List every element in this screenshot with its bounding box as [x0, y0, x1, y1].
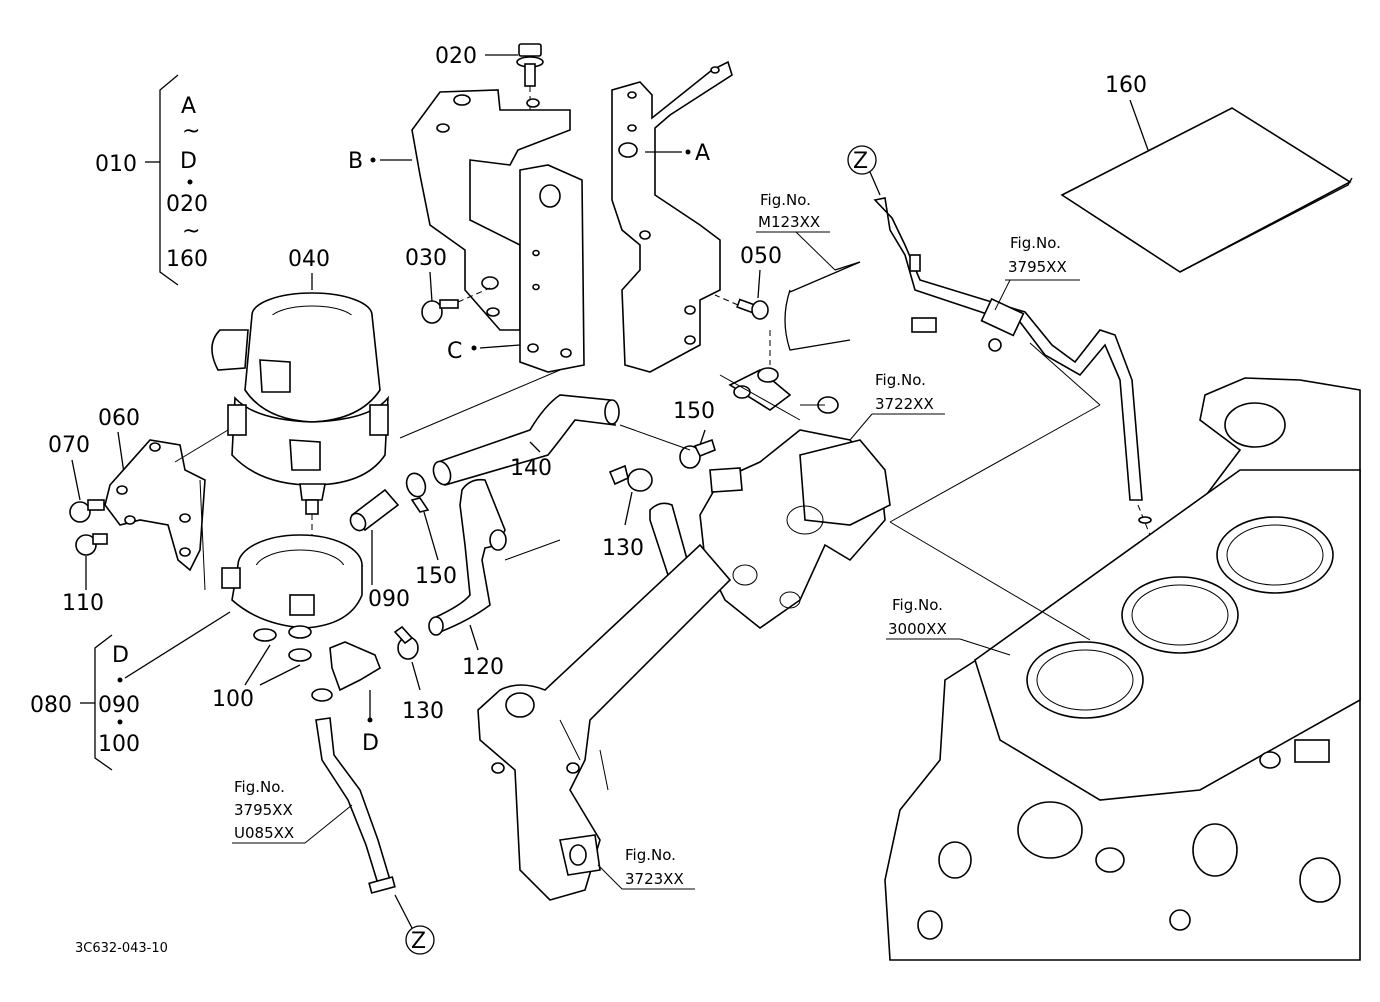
- fig-title-3723: Fig.No.: [625, 846, 676, 864]
- label-120: 120: [462, 655, 504, 680]
- bracket-a: A: [611, 60, 733, 373]
- group-dot: [187, 179, 193, 185]
- engine-block: Fig.No. 3000XX: [884, 377, 1361, 961]
- label-100: 100: [212, 687, 254, 712]
- group-080-bracket: 080 D 090 100: [30, 634, 140, 771]
- hose-140: 140: [432, 394, 691, 486]
- label-010: 010: [95, 152, 137, 177]
- drawing-code: 3C632-043-10: [75, 941, 168, 956]
- fig-title-3722: Fig.No.: [875, 371, 926, 389]
- group2-dot-1: [117, 677, 123, 683]
- fig-num-3795: 3795XX: [1008, 258, 1067, 276]
- bolt-110: 110: [62, 533, 108, 616]
- label-130-left: 130: [402, 699, 444, 724]
- filter-040: 040: [211, 247, 561, 590]
- plate-c: C: [447, 164, 585, 373]
- hose-120: 120: [428, 478, 561, 680]
- label-140: 140: [510, 456, 552, 481]
- z-marker-top: Z: [853, 149, 868, 174]
- group-010-bracket: 010 A ~ D 020 ~ 160: [95, 74, 208, 286]
- label-090-group: 090: [98, 693, 140, 718]
- ref-label-c: C: [447, 339, 462, 364]
- label-050: 050: [740, 244, 782, 269]
- pipe-top: Z Fig.No. 3795XX: [847, 145, 1161, 561]
- label-090: 090: [368, 587, 410, 612]
- label-020: 020: [435, 44, 477, 69]
- sheet-160: 160: [1060, 73, 1353, 273]
- fig-num-3723: 3723XX: [625, 870, 684, 888]
- bowl-base: 100 D: [124, 534, 381, 756]
- label-150-right: 150: [673, 399, 715, 424]
- group2-dot-2: [117, 719, 123, 725]
- sleeve-090: 090: [349, 488, 410, 612]
- egr-cooler: Fig.No. 3723XX: [477, 543, 732, 901]
- fig-num-u085: U085XX: [234, 824, 294, 842]
- bolt-020: 020: [435, 43, 544, 110]
- group-label-020: 020: [166, 192, 208, 217]
- label-130-right: 130: [602, 536, 644, 561]
- fig-num-m123: M123XX: [758, 213, 820, 231]
- group-label-a: A: [181, 94, 196, 119]
- label-160: 160: [1105, 73, 1147, 98]
- label-080: 080: [30, 693, 72, 718]
- fig-title-3795: Fig.No.: [1010, 234, 1061, 252]
- fig-title-3795b: Fig.No.: [234, 778, 285, 796]
- group-tilde-2: ~: [182, 219, 200, 244]
- group-label-160: 160: [166, 247, 208, 272]
- group2-label-d: D: [112, 643, 129, 668]
- z-marker-bottom: Z: [411, 929, 426, 954]
- label-060: 060: [98, 406, 140, 431]
- fig-num-3000: 3000XX: [888, 620, 947, 638]
- clamp-150-left: 150: [405, 472, 457, 589]
- egr-valve: Fig.No. 3722XX: [649, 330, 945, 629]
- clamp-130-right: 130: [602, 464, 653, 561]
- label-030: 030: [405, 246, 447, 271]
- label-040: 040: [288, 247, 330, 272]
- clamp-150-right: 150: [673, 399, 716, 469]
- clamp-130-left: 130: [393, 625, 444, 724]
- bolt-050: 050: [714, 244, 782, 320]
- bracket-b: B: [348, 89, 571, 331]
- ref-label-b: B: [348, 149, 363, 174]
- group-tilde-1: ~: [182, 119, 200, 144]
- bolt-070: 070: [48, 433, 105, 523]
- bracket-060: 060: [98, 406, 229, 591]
- hose-lower: Z Fig.No. 3795XX U085XX: [232, 688, 435, 955]
- fig-title-3000: Fig.No.: [892, 596, 943, 614]
- ref-label-d: D: [362, 731, 379, 756]
- fig-num-3795b: 3795XX: [234, 801, 293, 819]
- label-100-group: 100: [98, 732, 140, 757]
- label-110: 110: [62, 591, 104, 616]
- fig-num-3722: 3722XX: [875, 395, 934, 413]
- label-150-left: 150: [415, 564, 457, 589]
- fig-title-m123: Fig.No.: [760, 191, 811, 209]
- fig-ref-m123: Fig.No. M123XX: [756, 191, 861, 351]
- label-070: 070: [48, 433, 90, 458]
- bolt-030: 030: [405, 246, 491, 324]
- ref-label-a: A: [695, 141, 710, 166]
- group-label-d: D: [180, 149, 197, 174]
